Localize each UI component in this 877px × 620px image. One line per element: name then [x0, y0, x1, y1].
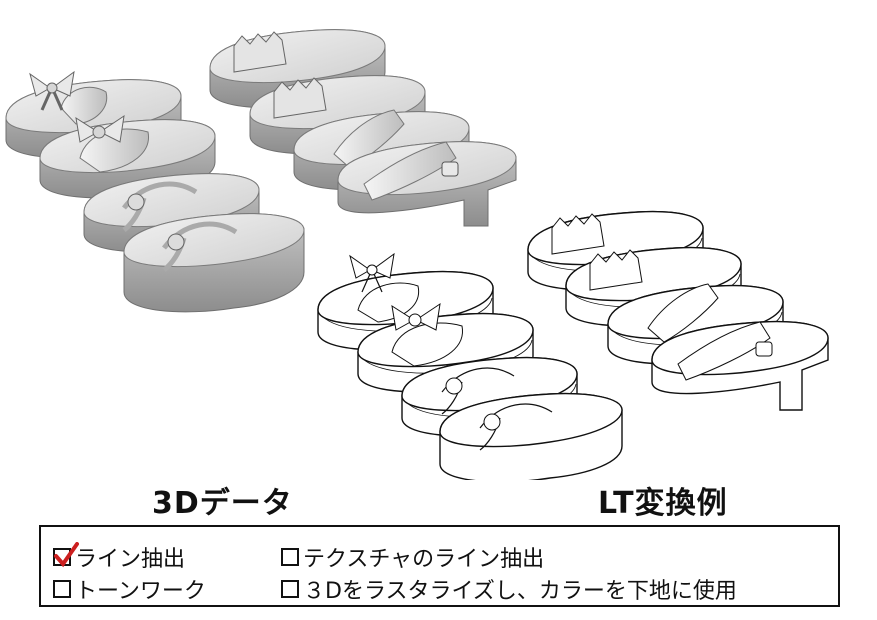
option-label: ３Dをラスタライズし、カラーを下地に使用 — [303, 579, 737, 604]
checkbox-tone-work[interactable] — [53, 580, 71, 598]
option-tone-work[interactable]: トーンワーク — [53, 573, 206, 605]
outline-flipflop-1 — [401, 356, 578, 437]
shaded-bow-sandal-2 — [39, 119, 216, 199]
checkbox-line-extraction[interactable] — [53, 542, 79, 568]
outline-bow-icon-2 — [391, 302, 441, 331]
shaded-ruffle-sandal-2 — [249, 75, 426, 155]
checkbox-rasterize-3d[interactable] — [281, 580, 299, 598]
option-texture-line-extraction[interactable]: テクスチャのライン抽出 — [281, 541, 544, 573]
outline-bow-sandal-2 — [357, 312, 534, 393]
caption-3d-data: 3Dデータ — [152, 486, 293, 521]
option-label: ライン抽出 — [75, 547, 186, 572]
shaded-bow-icon-1 — [29, 70, 75, 111]
check-mark-icon — [54, 542, 79, 568]
caption-lt-conversion: LT変換例 — [598, 486, 728, 521]
outline-flipflop-2 — [439, 392, 623, 480]
shaded-bow-icon-2 — [75, 114, 125, 143]
option-label: トーンワーク — [75, 579, 206, 604]
option-rasterize-3d[interactable]: ３Dをラスタライズし、カラーを下地に使用 — [281, 573, 737, 605]
shaded-ruffle-sandal-1 — [209, 29, 386, 109]
outline-ruffle-sandal-1 — [527, 210, 704, 291]
outline-ruffle-sandal-2 — [565, 246, 742, 327]
options-panel: ライン抽出 テクスチャのライン抽出 トーンワーク ３Dをラスタライズし、カラーを… — [39, 525, 840, 607]
shaded-buckle-sandal — [337, 141, 517, 227]
outline-buckle-sandal — [651, 320, 829, 411]
sandals-illustration — [5, 29, 829, 480]
option-line-extraction[interactable]: ライン抽出 — [53, 541, 185, 573]
outline-bow-icon-1 — [349, 252, 395, 293]
shaded-flipflop-2 — [123, 213, 305, 313]
checkbox-texture-line-extraction[interactable] — [281, 548, 299, 566]
shaded-flipflop-1 — [83, 173, 260, 253]
option-label: テクスチャのライン抽出 — [303, 547, 545, 572]
outline-strap-sandal — [607, 283, 784, 365]
